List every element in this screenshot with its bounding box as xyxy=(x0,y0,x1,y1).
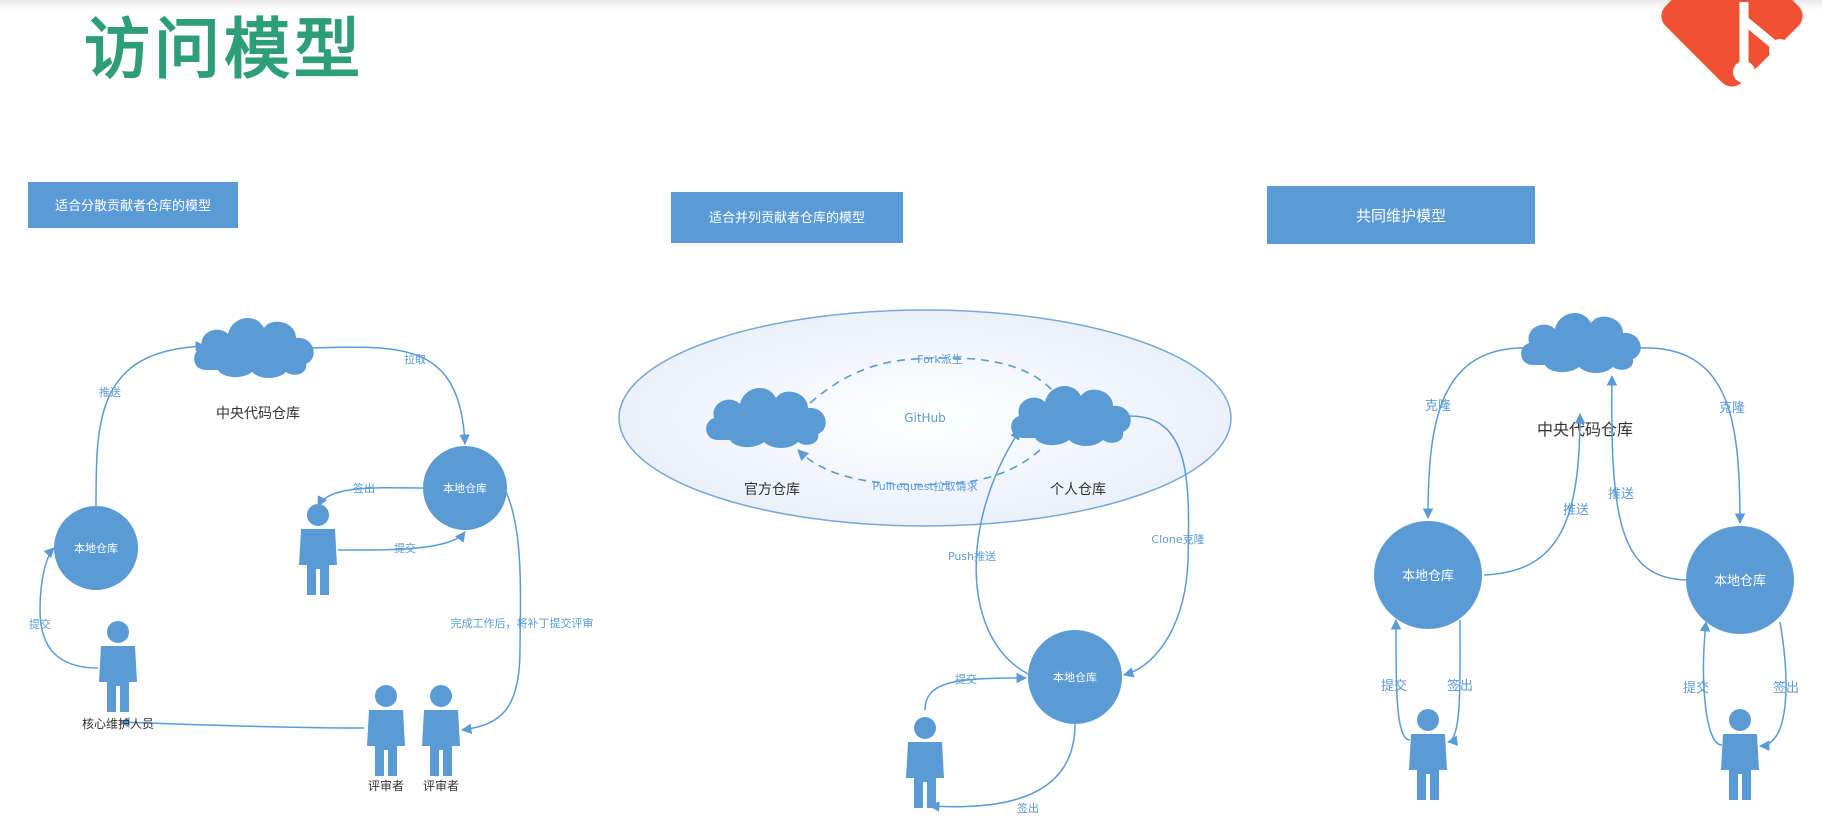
model3-left-person-icon xyxy=(1409,709,1447,800)
model1-group: 适合分散贡献者仓库的模型 中央代码仓库 本地仓库 本地仓库 推送 拉取 签出 提… xyxy=(28,182,594,793)
model1-commit-label: 提交 xyxy=(394,541,416,555)
model3-header-box xyxy=(1267,186,1535,244)
model3-header: 共同维护模型 xyxy=(1356,207,1446,225)
model3-group: 共同维护模型 中央代码仓库 本地仓库 本地仓库 克隆 克隆 推送 推送 提交 签… xyxy=(1267,186,1799,800)
model1-local-repo-right xyxy=(423,446,507,530)
model3-cloud-label: 中央代码仓库 xyxy=(1537,420,1633,439)
model1-patch-label: 完成工作后，将补丁提交评审 xyxy=(451,616,594,630)
model3-push-left-label: 推送 xyxy=(1563,503,1589,518)
reviewer1-person-icon xyxy=(367,685,405,776)
model1-push-label: 推送 xyxy=(99,385,121,399)
page-title: 访问模型 xyxy=(84,10,364,88)
maintainer-label: 核心维护人员 xyxy=(82,717,154,731)
model3-checkout-left-label: 签出 xyxy=(1447,678,1473,694)
model1-cloud-label: 中央代码仓库 xyxy=(216,406,300,422)
model3-local-left-label: 本地仓库 xyxy=(1402,568,1454,584)
maintainer-person-icon xyxy=(99,621,137,712)
pullrequest-label: Pullrequest拉取请求 xyxy=(872,479,977,493)
model1-header-box xyxy=(28,182,238,228)
git-logo-icon xyxy=(1661,0,1803,87)
github-ellipse xyxy=(618,309,1232,527)
model1-checkout-label: 签出 xyxy=(353,481,375,495)
model2-header-box xyxy=(671,192,903,243)
clone-label: Clone克隆 xyxy=(1151,532,1204,546)
model3-push-right-label: 推送 xyxy=(1608,487,1634,502)
model3-local-right xyxy=(1686,526,1794,634)
model2-checkout-label: 签出 xyxy=(1017,801,1039,815)
github-label: GitHub xyxy=(904,411,946,425)
model1-commit-left-label: 提交 xyxy=(29,617,51,631)
model2-push-label: Push推送 xyxy=(948,549,996,563)
fork-label: Fork派生 xyxy=(917,352,963,366)
model2-local-repo xyxy=(1028,630,1122,724)
model2-group: 适合并列贡献者仓库的模型 Fork派生 GitHub Pullrequest拉取… xyxy=(618,192,1232,815)
model3-local-left xyxy=(1374,521,1482,629)
reviewer1-label: 评审者 xyxy=(368,778,404,793)
model1-local-left-label: 本地仓库 xyxy=(74,541,118,555)
reviewer2-label: 评审者 xyxy=(423,778,459,793)
model1-local-right-label: 本地仓库 xyxy=(443,481,487,495)
model2-local-label: 本地仓库 xyxy=(1053,670,1097,684)
model3-commit-right-label: 提交 xyxy=(1683,680,1709,696)
model3-central-cloud-icon xyxy=(1521,312,1641,373)
model1-header: 适合分散贡献者仓库的模型 xyxy=(55,198,211,214)
central-repo-cloud-icon xyxy=(194,317,314,378)
model1-local-repo-left xyxy=(54,506,138,590)
personal-repo-label: 个人仓库 xyxy=(1050,482,1106,498)
model3-commit-left-label: 提交 xyxy=(1381,678,1407,694)
model3-right-person-icon xyxy=(1721,709,1759,800)
model3-clone-left-label: 克隆 xyxy=(1425,399,1451,414)
model3-checkout-right-label: 签出 xyxy=(1773,680,1799,696)
model2-developer-person-icon xyxy=(906,717,944,808)
model1-developer-person-icon xyxy=(299,504,337,595)
official-repo-label: 官方仓库 xyxy=(744,482,800,498)
model2-commit-label: 提交 xyxy=(955,672,977,686)
model3-clone-right-label: 克隆 xyxy=(1719,401,1745,416)
model3-local-right-label: 本地仓库 xyxy=(1714,573,1766,589)
model2-header: 适合并列贡献者仓库的模型 xyxy=(709,210,865,226)
model1-pull-label: 拉取 xyxy=(404,352,426,366)
reviewer2-person-icon xyxy=(422,685,460,776)
top-shade xyxy=(0,0,1822,10)
